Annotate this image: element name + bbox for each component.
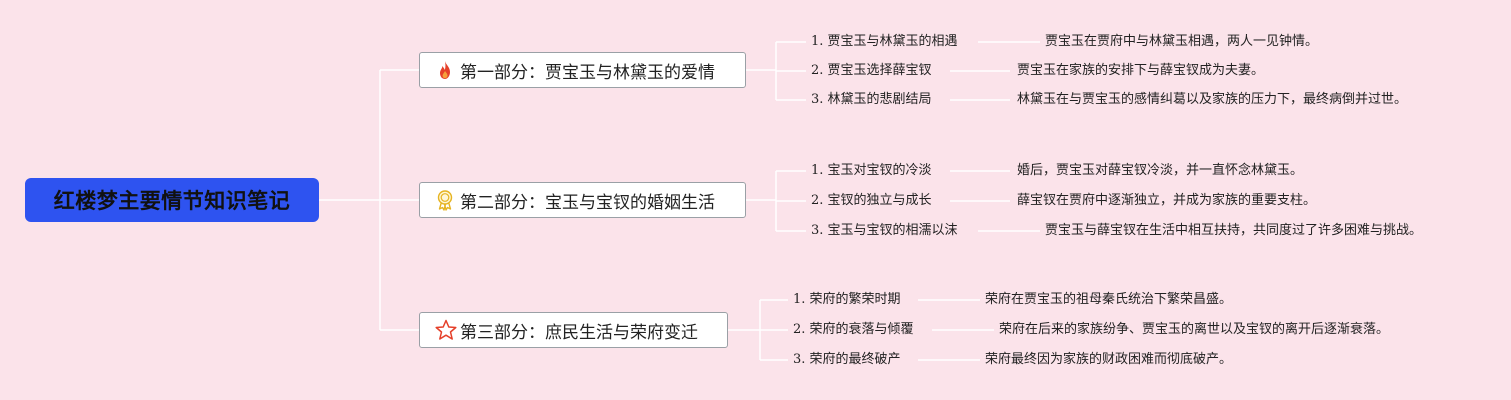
item-2-2-label[interactable]: 2. 宝钗的独立与成长: [811, 193, 932, 208]
item-3-2-desc: 荣府在后来的家族纷争、贾宝玉的离世以及宝钗的离开后逐渐衰落。: [999, 322, 1390, 337]
item-2-3-desc: 贾宝玉与薛宝钗在生活中相互扶持，共同度过了许多困难与挑战。: [1045, 223, 1423, 238]
section-1-title: 第一部分：贾宝玉与林黛玉的爱情: [460, 62, 715, 83]
item-3-1-desc: 荣府在贾宝玉的祖母秦氏统治下繁荣昌盛。: [985, 292, 1233, 307]
item-1-2-label[interactable]: 2. 贾宝玉选择薛宝钗: [811, 63, 932, 78]
star-icon: [434, 319, 457, 341]
item-2-2-desc: 薛宝钗在贾府中逐渐独立，并成为家族的重要支柱。: [1017, 193, 1317, 208]
fire-icon: [434, 59, 456, 81]
item-1-3-desc: 林黛玉在与贾宝玉的感情纠葛以及家族的压力下，最终病倒并过世。: [1017, 92, 1408, 107]
item-1-2-desc: 贾宝玉在家族的安排下与薛宝钗成为夫妻。: [1017, 63, 1265, 78]
section-3-title: 第三部分：庶民生活与荣府变迁: [460, 322, 698, 343]
item-3-3-label[interactable]: 3. 荣府的最终破产: [793, 352, 901, 367]
item-3-1-label[interactable]: 1. 荣府的繁荣时期: [793, 292, 901, 307]
item-3-2-label[interactable]: 2. 荣府的衰落与倾覆: [793, 322, 914, 337]
item-2-1-label[interactable]: 1. 宝玉对宝钗的冷淡: [811, 163, 932, 178]
item-1-1-desc: 贾宝玉在贾府中与林黛玉相遇，两人一见钟情。: [1045, 34, 1319, 49]
root-topic[interactable]: 红楼梦主要情节知识笔记: [25, 178, 319, 222]
section-2-title: 第二部分：宝玉与宝钗的婚姻生活: [460, 192, 715, 213]
item-1-1-label[interactable]: 1. 贾宝玉与林黛玉的相遇: [811, 34, 958, 49]
section-2-node[interactable]: 第二部分：宝玉与宝钗的婚姻生活: [419, 182, 746, 218]
item-1-3-label[interactable]: 3. 林黛玉的悲剧结局: [811, 92, 932, 107]
root-title: 红楼梦主要情节知识笔记: [53, 189, 291, 213]
item-2-1-desc: 婚后，贾宝玉对薛宝钗冷淡，并一直怀念林黛玉。: [1017, 163, 1304, 178]
section-1-node[interactable]: 第一部分：贾宝玉与林黛玉的爱情: [419, 52, 746, 88]
award-ribbon-icon: [434, 189, 456, 211]
item-2-3-label[interactable]: 3. 宝玉与宝钗的相濡以沫: [811, 223, 958, 238]
section-3-node[interactable]: 第三部分：庶民生活与荣府变迁: [419, 312, 728, 348]
item-3-3-desc: 荣府最终因为家族的财政困难而彻底破产。: [985, 352, 1233, 367]
